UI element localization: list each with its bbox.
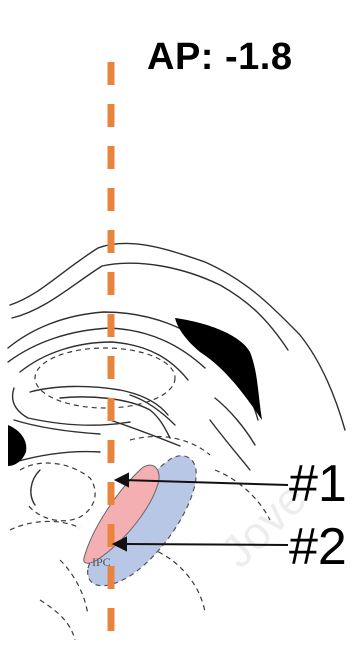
ap-coordinate-title: AP: -1.8 [147, 36, 292, 79]
ventricle-shape [175, 318, 262, 420]
region-label: IPC [92, 555, 111, 570]
marker-label-2: #2 [289, 521, 347, 573]
marker-label-1: #1 [289, 458, 347, 510]
